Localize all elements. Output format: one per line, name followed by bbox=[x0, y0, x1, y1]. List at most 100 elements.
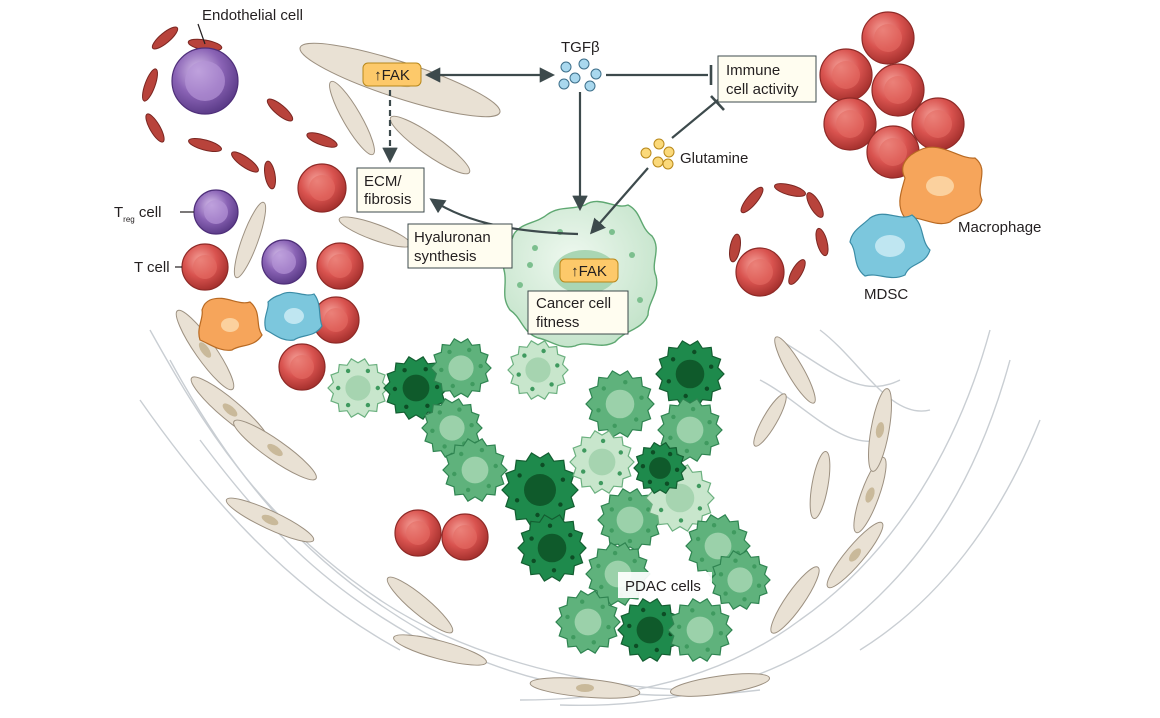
pdac-cell-speckle bbox=[707, 420, 712, 425]
pdac-cell-speckle bbox=[430, 428, 435, 433]
pdac-cell-speckle bbox=[718, 631, 724, 636]
pdac-cell-speckle bbox=[479, 447, 485, 453]
pdac-cell-speckle bbox=[452, 471, 457, 477]
pdac-cell-speckle bbox=[704, 386, 710, 391]
pdac-cell-speckle bbox=[581, 469, 586, 474]
pdac-cell-speckle bbox=[690, 608, 695, 613]
pdac-cell-speckle bbox=[609, 507, 614, 512]
pdac-cell-speckle bbox=[658, 507, 664, 513]
pdac-cell-speckle bbox=[541, 348, 546, 354]
pdac-cell-speckle bbox=[365, 368, 371, 374]
pdac-cell-speckle bbox=[560, 477, 566, 482]
macrophage-label: Macrophage bbox=[958, 219, 1041, 236]
endothelial-cells-left bbox=[142, 26, 338, 190]
pdac-cell-speckle bbox=[676, 624, 682, 629]
pdac-cell-speckle bbox=[609, 528, 614, 533]
pdac-cell-speckle bbox=[684, 448, 690, 454]
pdac-cell-nucleus bbox=[525, 357, 551, 383]
pdac-cell-speckle bbox=[457, 407, 462, 412]
pdac-cell-speckle bbox=[690, 406, 696, 412]
pdac-cell-speckle bbox=[661, 611, 667, 617]
pdac-cell-speckle bbox=[723, 591, 728, 596]
pdac-cell-speckle bbox=[529, 536, 534, 541]
pdac-cell-speckle bbox=[695, 536, 701, 542]
pdac-cell-speckle bbox=[516, 372, 521, 377]
pdac-cell-speckle bbox=[596, 408, 601, 413]
pdac-cell-speckle bbox=[699, 557, 705, 562]
pdac-cell-speckle bbox=[404, 404, 409, 409]
pdac-cell-speckle bbox=[365, 402, 371, 408]
arrow-glutamine-cancer bbox=[589, 167, 649, 235]
pdac-cell-speckle bbox=[697, 506, 703, 511]
pdac-cell-speckle bbox=[437, 410, 442, 415]
pdac-cell-speckle bbox=[598, 480, 604, 486]
pdac-cell-nucleus bbox=[402, 374, 430, 402]
pdac-cell-nucleus bbox=[665, 483, 695, 513]
mdsc-label: MDSC bbox=[864, 286, 908, 303]
pdac-cell-nucleus bbox=[345, 375, 371, 401]
pdac-cell-nucleus bbox=[616, 506, 644, 534]
red-cell-nuclei bbox=[193, 24, 952, 549]
pdac-cell-nucleus bbox=[675, 359, 705, 389]
pdac-cell-speckle bbox=[345, 402, 351, 408]
pdac-cell-speckle bbox=[670, 357, 676, 362]
pdac-cell-speckle bbox=[612, 550, 618, 556]
pdac-cell-speckle bbox=[530, 386, 535, 392]
pdac-cell-speckle bbox=[633, 643, 639, 649]
pdac-cell-speckle bbox=[692, 349, 697, 355]
pdac-label-group: PDAC cells bbox=[618, 572, 712, 598]
pdac-cell-speckle bbox=[478, 363, 483, 369]
pdac-cell-speckle bbox=[580, 599, 585, 604]
pdac-cell-speckle bbox=[375, 385, 380, 391]
pdac-cell-speckle bbox=[549, 382, 554, 387]
pdac-cell-speckle bbox=[752, 564, 757, 569]
pdac-cell-speckle bbox=[617, 471, 622, 476]
pdac-cell-speckle bbox=[571, 635, 576, 640]
pdac-cell-speckle bbox=[742, 597, 747, 602]
pdac-cell-nucleus bbox=[439, 415, 465, 441]
ecm-box: ECM/ fibrosis bbox=[356, 167, 425, 213]
pdac-cell-speckle bbox=[618, 450, 623, 455]
pdac-cell-speckle bbox=[684, 644, 689, 649]
tgfb-molecules bbox=[558, 58, 602, 92]
pdac-cell-speckle bbox=[442, 444, 447, 449]
pdac-cell-speckle bbox=[646, 528, 651, 533]
arrow-glutamine-inhibit-immune bbox=[671, 99, 719, 139]
pdac-cell-nucleus bbox=[686, 616, 714, 644]
pdac-cell-speckle bbox=[600, 438, 606, 444]
pdac-cell-speckle bbox=[666, 379, 671, 384]
endothelial-leader bbox=[197, 23, 206, 45]
pdac-cell-nucleus bbox=[649, 457, 671, 479]
endothelial-cells-right bbox=[729, 183, 829, 285]
cancer-fitness-box: Cancer cell fitness bbox=[527, 290, 629, 335]
pdac-cell-speckle bbox=[345, 368, 351, 374]
pdac-cell-speckle bbox=[612, 423, 617, 428]
pdac-cell-speckle bbox=[423, 367, 428, 372]
fak-box-top: ↑FAK bbox=[362, 62, 422, 87]
pdac-cell-speckle bbox=[606, 624, 611, 630]
pdac-cell-speckle bbox=[555, 363, 560, 368]
pdac-cell-speckle bbox=[709, 364, 714, 369]
purple-cell-nuclei bbox=[185, 61, 296, 274]
pdac-cell-speckle bbox=[671, 414, 676, 420]
pdac-cell-nucleus bbox=[636, 616, 664, 644]
pdac-cell-speckle bbox=[623, 380, 628, 385]
ecm-line1: ECM/ bbox=[364, 173, 402, 190]
pdac-cell-speckle bbox=[632, 558, 637, 564]
pdac-cell-speckle bbox=[392, 386, 398, 392]
pdac-cell-speckle bbox=[596, 563, 601, 569]
pdac-cell-speckle bbox=[650, 450, 656, 455]
pdac-cell-speckle bbox=[639, 395, 644, 400]
pdac-cell-speckle bbox=[570, 555, 575, 560]
pdac-cell-nucleus bbox=[676, 416, 704, 444]
pdac-cell-speckle bbox=[678, 518, 684, 523]
pdac-cluster bbox=[327, 337, 771, 663]
treg-label: Treg cell bbox=[114, 204, 161, 224]
pdac-cell-speckle bbox=[558, 502, 563, 507]
pdac-cell-nucleus bbox=[588, 448, 616, 476]
pdac-cell-speckle bbox=[756, 583, 762, 588]
pdac-cell-speckle bbox=[733, 558, 738, 563]
pdac-cell-speckle bbox=[711, 523, 717, 528]
pdac-cell-nucleus bbox=[524, 474, 556, 506]
endothelial-label: Endothelial cell bbox=[202, 7, 303, 24]
